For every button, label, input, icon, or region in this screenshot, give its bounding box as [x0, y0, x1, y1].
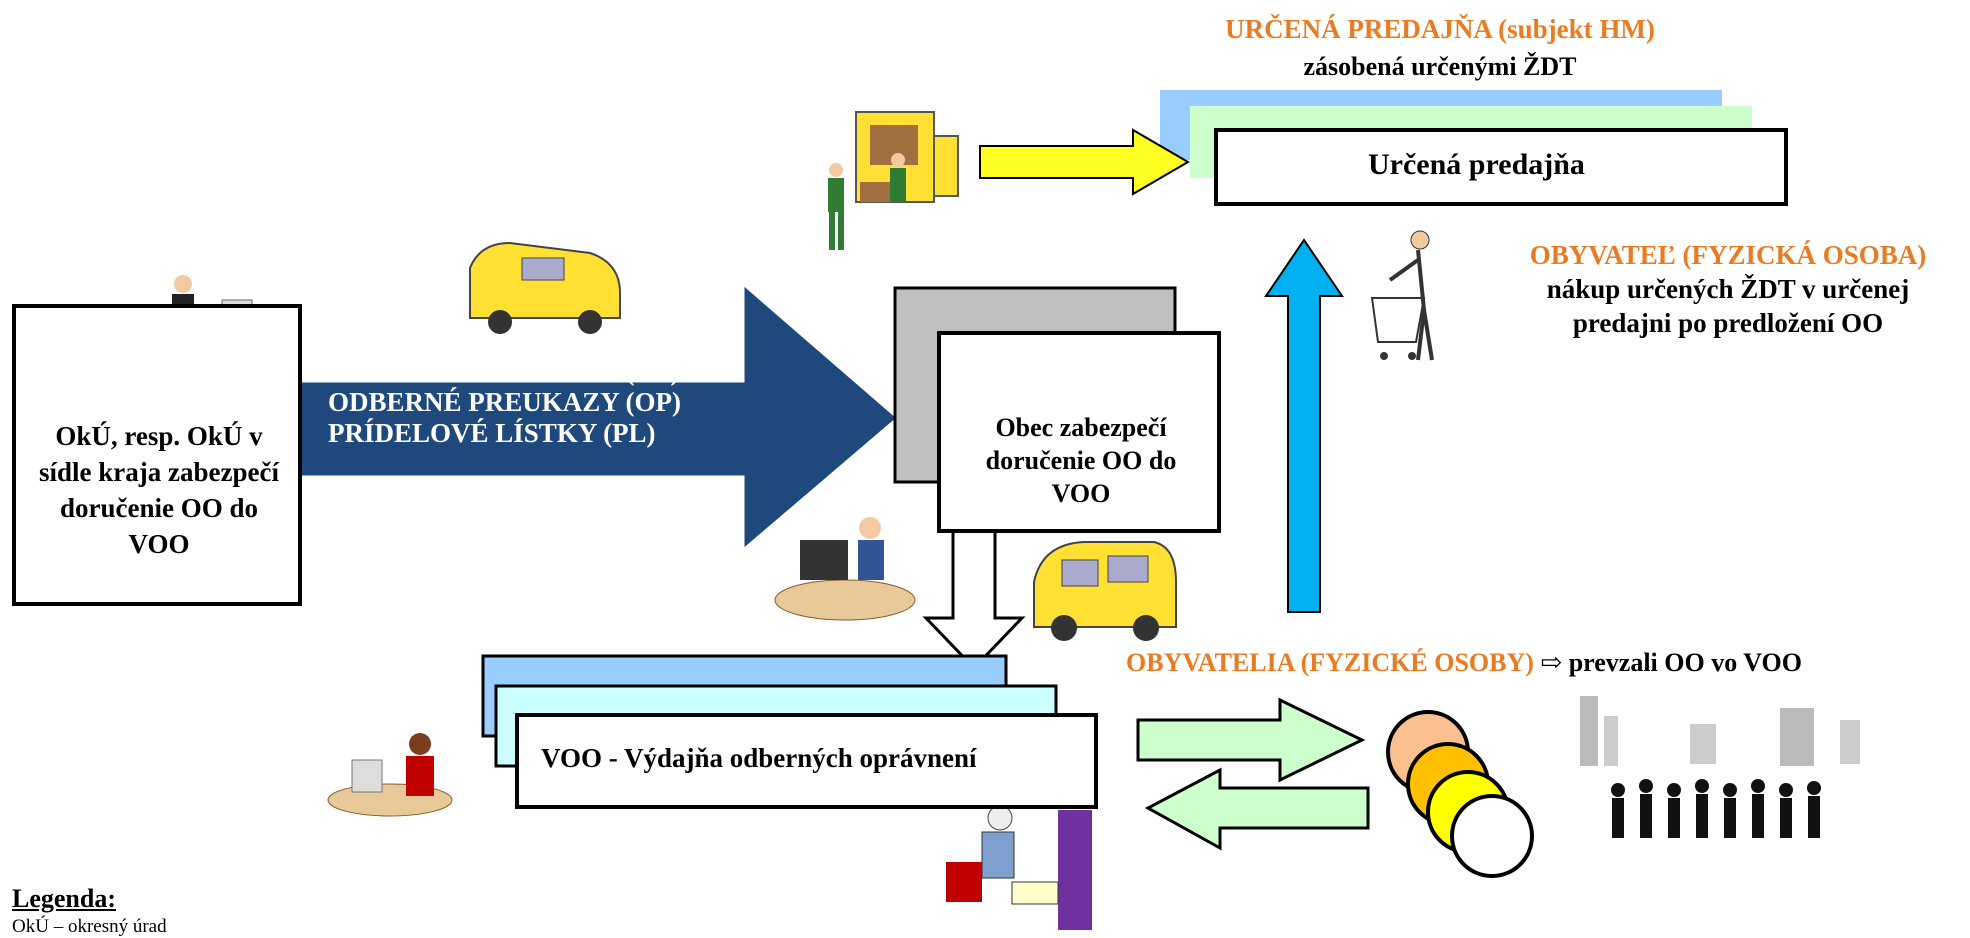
big-arrow-text: NÁKUPNÉ PREUKAZY (NP) ODBERNÉ PREUKAZY (… — [328, 356, 681, 449]
yellow-arrow — [979, 128, 1190, 196]
van-icon-top — [469, 241, 621, 334]
big-arrow-line-op: ODBERNÉ PREUKAZY (OP) — [328, 387, 682, 417]
big-arrow-line-np: NÁKUPNÉ PREUKAZY (NP) — [328, 356, 680, 386]
van-icon-bottom — [1033, 541, 1177, 641]
citizens-rest: prevzali OO vo VOO — [1568, 648, 1802, 677]
voo-box: VOO - Výdajňa odberných oprávnení — [515, 713, 1098, 809]
citizen-block: OBYVATEĽ (FYZICKÁ OSOBA) nákup určených … — [1488, 238, 1968, 340]
computer-worker-icon — [774, 517, 916, 621]
citizens-line: OBYVATELIA (FYZICKÉ OSOBY) ⇨ prevzali OO… — [1126, 648, 1802, 678]
shopper-cart-icon — [1370, 230, 1434, 361]
citizen-line-2: predajni po predložení OO — [1572, 308, 1884, 338]
store-box: Určená predajňa — [1214, 128, 1788, 206]
legend-line-1: OkÚ – okresný úrad — [12, 916, 167, 937]
obec-box: Obec zabezpečí doručenie OO do VOO — [937, 331, 1221, 533]
green-left-arrow — [1144, 767, 1370, 851]
down-arrow-white — [922, 520, 1026, 671]
okres-box: OkÚ, resp. OkÚ v sídle kraja zabezpečí d… — [12, 304, 302, 606]
store-subtitle: zásobená určenými ŽDT — [1303, 52, 1577, 81]
citizens-arrow-glyph: ⇨ — [1540, 648, 1563, 677]
crowd-city-icon — [1580, 696, 1860, 838]
voo-box-text: VOO - Výdajňa odberných oprávnení — [541, 743, 977, 773]
store-box-label: Určená predajňa — [1368, 148, 1585, 181]
citizen-title: OBYVATEĽ (FYZICKÁ OSOBA) — [1529, 240, 1927, 270]
big-arrow-line-pl: PRÍDELOVÉ LÍSTKY (PL) — [328, 418, 656, 448]
circle-white — [1450, 794, 1534, 878]
citizen-line-1: nákup určených ŽDT v určenej — [1546, 274, 1910, 304]
citizens-title: OBYVATELIA (FYZICKÉ OSOBY) — [1126, 648, 1534, 677]
okres-box-text: OkÚ, resp. OkÚ v sídle kraja zabezpečí d… — [39, 421, 279, 559]
delivery-truck-icon — [828, 111, 959, 250]
store-title: URČENÁ PREDAJŇA (subjekt HM) — [1225, 14, 1655, 44]
obec-box-text: Obec zabezpečí doručenie OO do VOO — [985, 413, 1177, 508]
legend-title: Legenda: — [12, 884, 116, 913]
big-arrow — [286, 286, 896, 548]
green-right-arrow — [1136, 697, 1366, 783]
cyan-up-arrow — [1264, 238, 1344, 613]
clerk-woman-icon — [327, 733, 453, 817]
